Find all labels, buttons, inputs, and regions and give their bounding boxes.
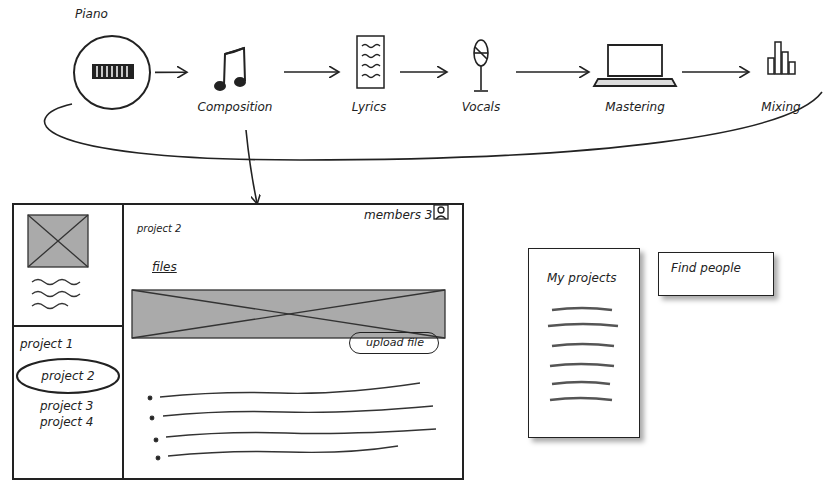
- image-placeholder: [28, 215, 88, 267]
- text-squiggle: [32, 280, 80, 309]
- flow-arrow: [516, 71, 588, 73]
- outline-shape: [73, 35, 151, 110]
- microphone-icon: [474, 40, 488, 91]
- flow-arrow: [682, 71, 748, 73]
- sidebar-divider: [12, 325, 122, 327]
- music-note-icon: [215, 48, 245, 90]
- lyrics-sheet-icon: [357, 36, 384, 88]
- piano-icon: [92, 64, 134, 79]
- node-label: project 3: [40, 399, 93, 413]
- file-list: [148, 383, 436, 460]
- flow-arrow: [400, 71, 446, 73]
- bar-chart-icon: [768, 42, 795, 74]
- upload-button: upload file: [349, 332, 439, 354]
- node-label: Lyrics: [342, 100, 396, 114]
- node-label: Find people: [671, 261, 741, 275]
- selected-project: project 2: [16, 358, 120, 394]
- flow-arrow: [155, 71, 186, 73]
- piano-step: Piano: [73, 35, 151, 110]
- app-window: project 2filesmembers 3project 1project …: [12, 203, 464, 480]
- mastering-step: Mastering: [592, 30, 678, 114]
- node-label: project 2: [137, 222, 181, 236]
- projects-panel: My projects: [528, 248, 640, 438]
- workflow-loop: [45, 92, 822, 160]
- node-label: project 1: [20, 337, 73, 351]
- vocals-step: Vocals: [450, 30, 512, 114]
- find-people-box: Find people: [658, 252, 774, 296]
- node-label: Composition: [190, 100, 280, 114]
- node-label: My projects: [547, 271, 616, 285]
- composition-step: Composition: [190, 30, 280, 114]
- node-label: upload file: [350, 336, 440, 350]
- outline-ellipse: [17, 359, 119, 393]
- node-label: project 4: [40, 415, 93, 429]
- node-label: members 3: [364, 208, 432, 222]
- outline-circle: [74, 36, 150, 109]
- flow-arrow: [284, 71, 338, 73]
- project-list: [548, 308, 618, 400]
- members-icon: [434, 205, 448, 219]
- node-label: Piano: [75, 7, 108, 21]
- down-arrow: [246, 130, 257, 203]
- node-label: Mastering: [592, 100, 678, 114]
- node-label: files: [152, 260, 177, 274]
- node-label: project 2: [16, 369, 120, 383]
- file-placeholder: [132, 290, 445, 338]
- mixing-step: Mixing: [752, 30, 810, 114]
- node-label: Vocals: [450, 100, 512, 114]
- node-label: Mixing: [752, 100, 810, 114]
- project-sidebar: project 1 project 3 project 4 project 2: [14, 205, 124, 478]
- laptop-icon: [594, 45, 676, 86]
- lyrics-step: Lyrics: [342, 30, 396, 114]
